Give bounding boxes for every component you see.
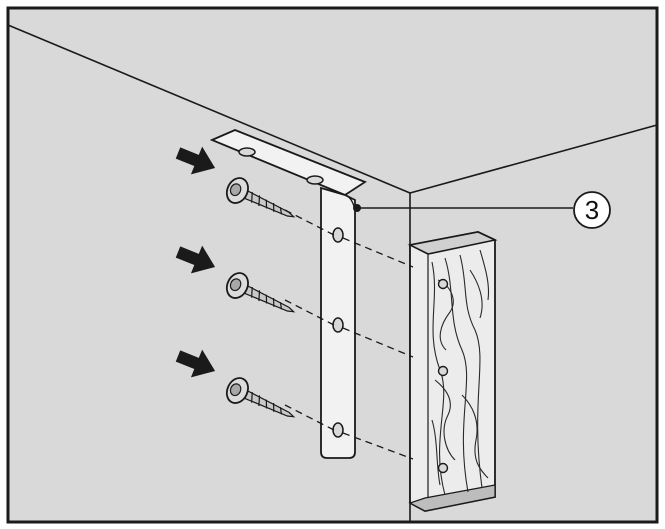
screw-icon [225, 177, 296, 418]
arrow-right-icon [175, 146, 216, 378]
alignment-lines [284, 209, 414, 460]
wood-block-icon [407, 231, 498, 512]
callout-circle [573, 191, 611, 229]
callout-number: 3 [585, 195, 599, 225]
bracket-icon [209, 129, 367, 459]
callout: 3 [353, 191, 611, 229]
